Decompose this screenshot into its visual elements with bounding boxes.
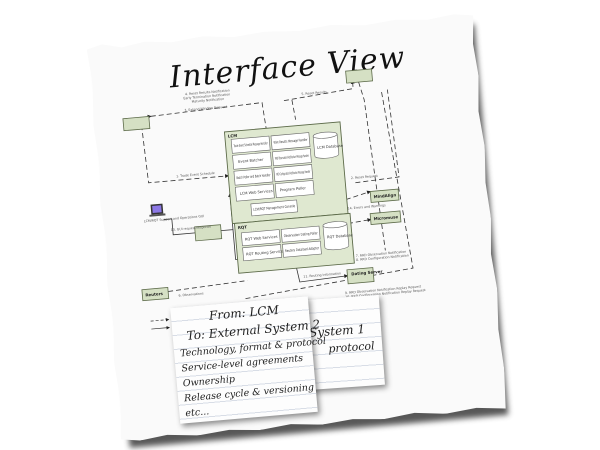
- svg-text:3. Extend Window Request: 3. Extend Window Request: [184, 105, 228, 113]
- lcm-database: LCM Database: [313, 131, 345, 159]
- svg-text:5. Reset Results: 5. Reset Results: [301, 90, 327, 96]
- rqt-component: RQT Web Services: [245, 235, 278, 242]
- lcm-database-label: LCM Database: [317, 144, 344, 150]
- lcm-component: LCM Web Services: [240, 189, 273, 196]
- micromuse-label: Micromuse: [373, 214, 398, 221]
- card-from: From: LCM: [208, 302, 280, 323]
- workstation-icon: [149, 203, 166, 216]
- async-connectors: [139, 77, 414, 307]
- system-top-right[interactable]: [346, 69, 373, 83]
- rqt-database-label: RQT Database: [327, 233, 354, 239]
- svg-text:14. Errors and Warnings: 14. Errors and Warnings: [347, 203, 386, 210]
- lcm-label: LCM: [228, 133, 238, 139]
- lcm-component: RRD Observation Notification Message Han…: [275, 154, 309, 161]
- management-console: LCM/RQT Management Console: [251, 200, 298, 216]
- lcm-component: Event Batcher: [238, 158, 264, 164]
- interface-diagram: MindAlign Micromuse Reuters Dating Serve…: [86, 12, 507, 442]
- svg-text:4. Reset Results Notification: 4. Reset Results Notification: [185, 88, 230, 96]
- svg-text:11. Routing Information: 11. Routing Information: [303, 271, 341, 278]
- svg-text:9. RRD Observation Notificatio: 9. RRD Observation Notification Replay R…: [345, 284, 422, 295]
- index-card-front: From: LCM To: External System 2 Technolo…: [170, 296, 326, 424]
- dating-server-label: Dating Server: [351, 269, 383, 277]
- system-top-left[interactable]: [123, 116, 150, 130]
- svg-text:1. Trade Event Schedule: 1. Trade Event Schedule: [176, 171, 215, 178]
- system-micromuse[interactable]: Micromuse: [370, 211, 401, 225]
- card-item: Ownership: [182, 373, 236, 390]
- card-back-line2: protocol: [327, 339, 375, 356]
- rqt-label: RQT: [238, 224, 248, 230]
- rqt-component: Observation Dating Poller: [284, 231, 319, 238]
- svg-text:Early Termination Notification: Early Termination Notification: [183, 92, 230, 100]
- lcm-component: Batch Poller and Batch Handler: [236, 173, 271, 180]
- svg-text:8. RRD Configuration Notificat: 8. RRD Configuration Notification: [356, 253, 409, 262]
- lcm-component: RRD Configuration Notification Message H…: [276, 170, 310, 177]
- workstation-label: LCM/RQT Support and Operations GUI: [144, 214, 205, 223]
- rqt-component: RQT Routing Service: [246, 249, 284, 256]
- lcm-component: Trade Event Schedule Message Handler: [233, 141, 268, 148]
- card-item: etc...: [184, 406, 210, 420]
- system-reuters[interactable]: Reuters: [142, 287, 169, 300]
- reuters-label: Reuters: [145, 291, 164, 298]
- system-mindalign[interactable]: MindAlign: [370, 189, 399, 202]
- rqt-component: Reuters Dataload Adapter: [285, 246, 320, 253]
- system-middle-left[interactable]: [195, 225, 222, 241]
- lcm-component: Wire Results Message Handler: [273, 138, 308, 145]
- diagram-paper: Interface View: [86, 12, 507, 442]
- svg-text:10. RRD Configuration Notifica: 10. RRD Configuration Notification Repla…: [345, 288, 426, 299]
- svg-text:2. Reset Request: 2. Reset Request: [351, 174, 379, 180]
- svg-text:LCM/RQT Management Console: LCM/RQT Management Console: [253, 204, 296, 212]
- rqt-components: RQT Web Services Observation Dating Poll…: [241, 226, 321, 261]
- svg-text:7. RRD Observation Notificatio: 7. RRD Observation Notification: [356, 250, 407, 258]
- svg-text:6. Observations: 6. Observations: [178, 291, 204, 297]
- message-labels: 4. Reset Results Notification Early Term…: [159, 73, 427, 314]
- lcm-components: Trade Event Schedule Message Handler Wir…: [231, 133, 314, 202]
- lcm-component: Program Poller: [280, 186, 307, 192]
- mindalign-label: MindAlign: [373, 192, 396, 199]
- svg-text:13. GUI request/response: 13. GUI request/response: [171, 224, 212, 232]
- rqt-database: RQT Database: [323, 220, 355, 250]
- svg-text:Maturity Notification: Maturity Notification: [192, 97, 225, 104]
- system-dating-server[interactable]: Dating Server: [347, 267, 383, 284]
